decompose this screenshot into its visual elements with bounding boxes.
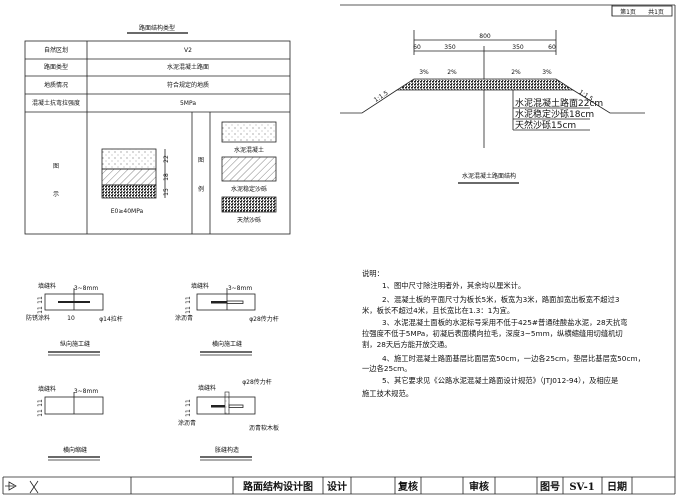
label: 一边各25cm。 [362, 364, 412, 373]
label: 350 [512, 44, 524, 51]
label: 1、图中尺寸除注明者外，其余均以厘米计。 [382, 281, 525, 290]
label: 水泥稳定沙砾 [231, 185, 267, 193]
label: 60 [548, 44, 556, 51]
label: 施工技术规范。 [362, 389, 413, 398]
label: 纵向施工缝 [60, 340, 90, 348]
notes: 说明： 1、图中尺寸除注明者外，其余均以厘米计。 2、混凝土板的平面尺寸为板长5… [362, 269, 645, 398]
joint-longitudinal-construction: 填缝料 3~8mm 防锈涂料 10 φ14拉杆 11 11 纵向施工缝 [26, 282, 123, 356]
title-block: 路面结构设计图 设计 复核 审核 图号 SV-1 日期 [5, 477, 633, 494]
label: 图 [53, 163, 59, 170]
label: 填缝料 [38, 385, 56, 393]
joint-expansion: 填缝料 φ28传力杆 涂沥青 沥青软木板 11 11 胀缝构造 [178, 378, 279, 461]
label: 水泥混凝土 [234, 146, 264, 154]
sheet-frame [2, 4, 676, 495]
label: 2、混凝土板的平面尺寸为板长5米，板宽为3米，路面加宽出板宽不超过3 [382, 295, 620, 304]
label: 11 [37, 306, 44, 314]
pavement-structure-table: 路面结构类型 自然区划 V2 路面类型 水泥混凝土路面 地质情况 符合规定的地质 混凝… [24, 24, 291, 235]
label: E0≥40MPa [111, 208, 144, 215]
label: 3~8mm [74, 285, 99, 292]
label: 11 [37, 399, 44, 407]
label: 图 [198, 157, 204, 164]
label: φ28传力杆 [249, 315, 279, 323]
label: 说明： [362, 269, 384, 278]
label: 2% [447, 69, 457, 76]
label: 共1页 [648, 8, 664, 16]
label: 水泥稳定沙砾18cm [515, 108, 594, 120]
label: 自然区划 [44, 46, 68, 54]
label: 800 [479, 33, 491, 40]
label: 割，28天后方能开放交通。 [362, 340, 452, 349]
label: 3% [542, 69, 552, 76]
label: 3、水泥混凝土面板的水泥标号采用不低于425#普通硅酸盐水泥，28天抗弯 [382, 318, 628, 327]
label: 60 [413, 44, 421, 51]
label: 5MPa [180, 100, 196, 107]
label: 路面类型 [44, 63, 68, 71]
label: 11 [37, 296, 44, 304]
label: 填缝料 [198, 384, 216, 392]
joint-transverse-construction: 填缝料 3~8mm 涂沥青 φ28传力杆 11 11 横向施工缝 [175, 282, 279, 356]
label: 22 [163, 155, 170, 163]
label: 沥青软木板 [249, 424, 279, 432]
label: 涂沥青 [175, 314, 193, 322]
table-row: 自然区划 V2 [44, 46, 192, 54]
page-indicator: 第1页 共1页 [611, 5, 673, 17]
label: 水泥混凝土路面 [167, 63, 209, 71]
label: 天然沙砾15cm [515, 119, 576, 131]
label: 符合规定的地质 [167, 81, 209, 89]
label: 拉强度不低于5MPa，初凝后表面横向拉毛，深度3~5mm，纵横缩缝用切缝机切 [362, 329, 623, 338]
label: 15 [163, 188, 170, 196]
label: 1:1.5 [373, 90, 390, 104]
label: 11 [37, 409, 44, 417]
label: 第1页 [620, 8, 636, 16]
table-row: 地质情况 符合规定的地质 [44, 81, 209, 89]
label: V2 [184, 47, 192, 54]
label: 示 [53, 191, 59, 198]
table-title: 路面结构类型 [139, 24, 175, 32]
label: φ14拉杆 [99, 315, 123, 323]
table-row: 混凝土抗弯拉强度 5MPa [32, 99, 196, 107]
compass-mark [5, 480, 39, 494]
label: 填缝料 [38, 282, 56, 290]
label: 胀缝构造 [215, 446, 239, 454]
label: 图号 [540, 481, 560, 493]
table-row: 路面类型 水泥混凝土路面 [44, 63, 209, 71]
label: 11 [185, 399, 192, 407]
label: 例 [198, 185, 204, 193]
label: 日期 [607, 480, 627, 493]
label: 11 [185, 409, 192, 417]
label: 11 [185, 296, 192, 304]
label: 3% [419, 69, 429, 76]
label: 填缝料 [191, 282, 209, 290]
label: 米，板长不超过4米，且长宽比在1.3：1为宜。 [362, 306, 514, 315]
label: 横向缩缝 [63, 446, 87, 454]
label: 11 [185, 306, 192, 314]
label: 复核 [397, 480, 418, 493]
label: 防锈涂料 [26, 314, 50, 322]
label: 审核 [469, 480, 489, 493]
label: 水泥混凝土路面22cm [515, 97, 603, 109]
label: 天然沙砾 [237, 216, 261, 224]
label: 4、施工时混凝土路面基层比面层宽50cm，一边各25cm，垫层比基层宽50cm， [382, 354, 645, 363]
label: 横向施工缝 [212, 340, 242, 348]
label: 18 [163, 173, 170, 181]
label: 3~8mm [74, 388, 99, 395]
section-title: 水泥混凝土路面结构 [462, 172, 516, 180]
joint-transverse-contraction: 填缝料 3~8mm 11 11 横向缩缝 [37, 385, 104, 461]
label: 混凝土抗弯拉强度 [32, 99, 80, 107]
label: 设计 [327, 480, 347, 493]
legend: 水泥混凝土 水泥稳定沙砾 天然沙砾 [221, 121, 277, 224]
drawing-number: SV-1 [569, 482, 594, 493]
label: 涂沥青 [178, 419, 196, 427]
layer-diagram: 22 18 15 E0≥40MPa [101, 148, 170, 215]
label: 5、其它要求见《公路水泥混凝土路面设计规范》（JTJ012-94），及相应是 [382, 376, 619, 385]
label: φ28传力杆 [242, 378, 272, 386]
label: 10 [67, 315, 75, 322]
label: 地质情况 [44, 81, 68, 89]
label: 350 [444, 44, 456, 51]
label: 3~8mm [228, 285, 253, 292]
label: 2% [511, 69, 521, 76]
drawing-title: 路面结构设计图 [243, 480, 313, 493]
road-cross-section: 800 60 350 350 60 3% 2% 2% 3% 1:1.5 1:1.… [340, 30, 645, 184]
